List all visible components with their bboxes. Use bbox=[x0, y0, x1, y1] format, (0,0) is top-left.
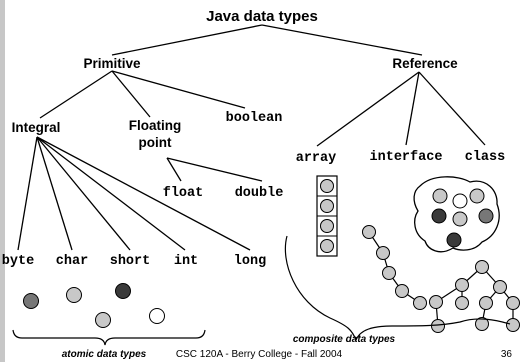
object-field-2 bbox=[452, 193, 468, 209]
tree-links bbox=[435, 266, 514, 327]
list-node-4 bbox=[395, 284, 409, 298]
tree-node bbox=[455, 296, 469, 310]
edge-floating-double bbox=[166, 157, 263, 182]
edge-integral-long bbox=[36, 136, 251, 251]
node-double: double bbox=[235, 186, 284, 201]
atomic-values bbox=[23, 283, 165, 328]
array-cell-3 bbox=[320, 219, 334, 233]
edge-root-reference bbox=[261, 24, 423, 56]
tree-node bbox=[479, 296, 493, 310]
array-cell-4 bbox=[320, 239, 334, 253]
object-field-6 bbox=[478, 208, 494, 224]
slide-edge-bar bbox=[0, 0, 5, 362]
atomic-brace bbox=[12, 329, 206, 346]
node-floating-point-line1: Floating bbox=[129, 118, 182, 133]
composite-brace bbox=[284, 235, 511, 342]
object-outline bbox=[413, 176, 500, 253]
object-field-3 bbox=[469, 188, 485, 204]
tree-node bbox=[455, 278, 469, 292]
node-floating-point-line2: point bbox=[139, 135, 172, 150]
tree-node bbox=[506, 296, 520, 310]
node-reference: Reference bbox=[392, 56, 458, 71]
node-array: array bbox=[296, 151, 337, 166]
edge-reference-interface bbox=[405, 71, 420, 146]
tree-node bbox=[429, 295, 443, 309]
array-box bbox=[316, 175, 338, 257]
list-node-2 bbox=[376, 246, 390, 260]
tree-leaf-node bbox=[506, 318, 520, 332]
list-node-1 bbox=[362, 225, 376, 239]
edge-root-primitive bbox=[111, 24, 263, 56]
node-long: long bbox=[234, 254, 266, 269]
atomic-value-white bbox=[149, 308, 165, 324]
diagram-title: Java data types bbox=[206, 8, 318, 25]
atomic-value-dark bbox=[23, 293, 39, 309]
list-node-3 bbox=[382, 266, 396, 280]
object-field-4 bbox=[431, 208, 447, 224]
edge-integral-char bbox=[36, 136, 73, 251]
caption-composite: composite data types bbox=[293, 334, 396, 345]
node-int: int bbox=[174, 254, 198, 269]
atomic-value-light bbox=[66, 287, 82, 303]
object-blob bbox=[413, 176, 500, 253]
edge-floating-float bbox=[166, 157, 182, 182]
edge-primitive-floating bbox=[111, 70, 151, 118]
node-short: short bbox=[110, 254, 151, 269]
edge-integral-short bbox=[36, 136, 131, 251]
node-primitive: Primitive bbox=[83, 56, 141, 71]
linked-list-links bbox=[368, 231, 421, 304]
object-field-5 bbox=[452, 211, 468, 227]
node-char: char bbox=[56, 254, 88, 269]
tree-root-node bbox=[475, 260, 489, 274]
edge-integral-byte bbox=[17, 136, 38, 251]
node-interface: interface bbox=[370, 150, 443, 165]
tree-edges bbox=[17, 24, 486, 251]
linked-list bbox=[362, 225, 427, 310]
atomic-value-black bbox=[115, 283, 131, 299]
edge-integral-int bbox=[36, 136, 186, 251]
array-cell-1 bbox=[320, 179, 334, 193]
node-boolean: boolean bbox=[226, 111, 283, 126]
array-cell-2 bbox=[320, 199, 334, 213]
node-class: class bbox=[465, 150, 506, 165]
object-field-7 bbox=[446, 232, 462, 248]
edge-primitive-integral bbox=[39, 70, 113, 119]
tree-structure bbox=[429, 260, 520, 333]
tree-node bbox=[493, 280, 507, 294]
caption-atomic: atomic data types bbox=[62, 349, 147, 360]
footer-text: CSC 120A - Berry College - Fall 2004 bbox=[176, 349, 343, 360]
tree-leaf-node bbox=[431, 319, 445, 333]
object-field-1 bbox=[432, 188, 448, 204]
edge-reference-class bbox=[418, 71, 486, 146]
edge-reference-array bbox=[316, 71, 420, 147]
atomic-value-light-2 bbox=[95, 312, 111, 328]
edge-primitive-boolean bbox=[111, 70, 246, 109]
list-node-5 bbox=[413, 296, 427, 310]
node-byte: byte bbox=[2, 254, 34, 269]
page-number: 36 bbox=[501, 349, 513, 360]
tree-leaf-node bbox=[475, 317, 489, 331]
node-float: float bbox=[163, 186, 204, 201]
node-integral: Integral bbox=[12, 120, 61, 135]
